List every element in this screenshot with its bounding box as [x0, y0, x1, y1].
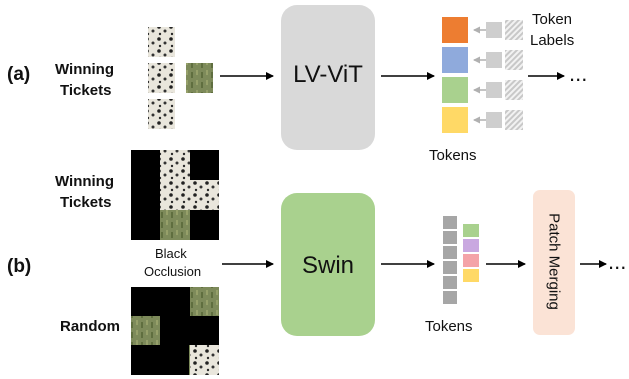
token-label-column-a	[473, 20, 523, 130]
swin-label: Swin	[301, 252, 355, 279]
winning-tickets-a-line2: Tickets	[60, 82, 112, 99]
patch-merging-box	[533, 190, 575, 335]
token-gray-b	[443, 276, 457, 289]
token-label-hatched	[505, 50, 523, 70]
token-merged-b	[463, 254, 479, 267]
panel-b-label: (b)	[7, 256, 32, 277]
token-label-gray	[486, 112, 502, 128]
grid-cell-occluded	[160, 345, 189, 375]
token-a	[442, 107, 468, 133]
token-a	[442, 47, 468, 73]
token-label-hatched	[505, 80, 523, 100]
patch-dog-leg	[186, 63, 213, 93]
panel-a	[148, 5, 565, 150]
token-gray-b	[443, 291, 457, 304]
grid-cell-occluded	[131, 287, 190, 316]
panel-a-label: (a)	[7, 64, 31, 85]
winning-tickets-b-line2: Tickets	[60, 194, 112, 211]
patch-dog-rear	[148, 99, 175, 129]
token-merged-b	[463, 239, 479, 252]
tokens-label-b: Tokens	[425, 318, 473, 335]
grid-cell-occluded	[131, 150, 160, 180]
token-label-hatched	[505, 110, 523, 130]
random-label: Random	[60, 318, 120, 335]
black-occlusion-line2: Occlusion	[144, 264, 202, 279]
random-grid-b	[131, 287, 219, 375]
token-a	[442, 17, 468, 43]
grid-cell-occluded	[131, 180, 160, 210]
token-gray-b	[443, 261, 457, 274]
token-columns-b	[443, 216, 479, 304]
panel-b	[131, 150, 607, 375]
grid-cell-occluded	[190, 150, 219, 180]
tokens-label-a: Tokens	[429, 147, 477, 164]
ellipsis-b: ...	[608, 249, 627, 274]
patch-dog-body	[148, 63, 175, 93]
token-label-gray	[486, 22, 502, 38]
grid-cell-occluded	[131, 345, 160, 375]
lvvit-label: LV-ViT	[293, 61, 363, 88]
token-label-gray	[486, 82, 502, 98]
ellipsis-a: ...	[569, 61, 588, 86]
grid-cell-occluded	[160, 316, 219, 345]
token-gray-b	[443, 231, 457, 244]
grid-cell-dog	[190, 345, 219, 375]
lvvit-box	[281, 5, 375, 150]
token-label-hatched	[505, 20, 523, 40]
token-merged-b	[463, 269, 479, 282]
token-merged-b	[463, 224, 479, 237]
winning-tickets-a-line1: Winning	[55, 61, 115, 78]
token-a	[442, 77, 468, 103]
grid-cell-occluded	[190, 210, 219, 240]
token-label-gray	[486, 52, 502, 68]
token-labels-line1: Token	[532, 11, 573, 28]
swin-box	[281, 193, 375, 336]
token-labels-line2: Labels	[530, 32, 575, 49]
token-gray-b	[443, 216, 457, 229]
winning-tickets-b-line1: Winning	[55, 173, 115, 190]
grid-cell-occluded	[131, 210, 160, 240]
winning-ticket-grid-b	[131, 150, 219, 240]
winning-ticket-patches-a	[148, 27, 213, 129]
patch-merging-label: Patch Merging	[545, 213, 563, 310]
token-gray-b	[443, 246, 457, 259]
grid-cell-grass	[160, 210, 190, 240]
patch-dog-head	[148, 27, 175, 57]
token-column-a	[442, 17, 468, 133]
black-occlusion-line1: Black	[155, 246, 187, 261]
